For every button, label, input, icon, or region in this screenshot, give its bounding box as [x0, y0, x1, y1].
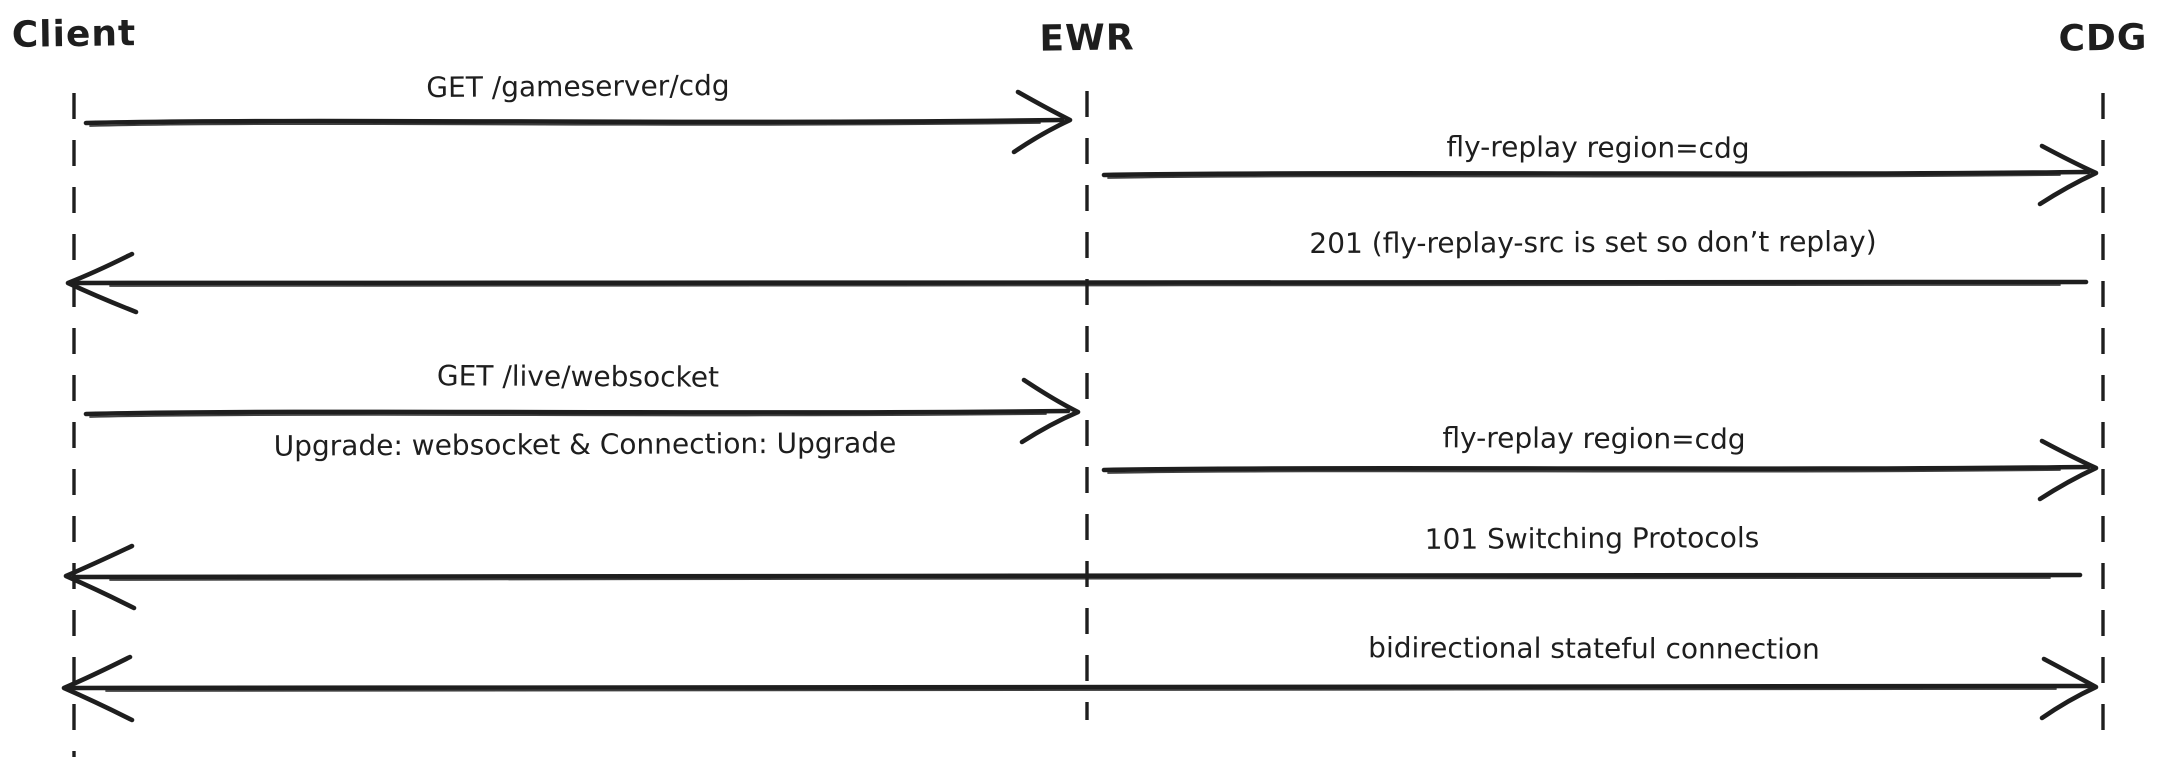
message-label-5: fly-replay region=cdg — [1442, 421, 1746, 456]
message-label-6: 101 Switching Protocols — [1424, 521, 1760, 556]
arrowhead-left-icon — [63, 543, 137, 611]
actor-label-cdg: CDG — [2058, 17, 2148, 60]
message-label-4: GET /live/websocket — [436, 359, 720, 394]
message-label-7: bidirectional stateful connection — [1368, 631, 1820, 666]
message-arrow-2 — [1101, 143, 2099, 207]
actor-label-ewr: EWR — [1039, 17, 1135, 60]
arrowhead-left-icon — [65, 251, 139, 315]
message-arrow-6 — [63, 543, 2083, 611]
arrowhead-right-icon — [1019, 377, 1081, 445]
message-sublabel-4: Upgrade: websocket & Connection: Upgrade — [273, 426, 897, 463]
message-arrow-5 — [1101, 438, 2099, 502]
message-label-2: fly-replay region=cdg — [1446, 130, 1750, 165]
message-label-1: GET /gameserver/cdg — [426, 68, 730, 105]
message-arrow-1 — [83, 89, 1073, 155]
message-arrow-7 — [61, 654, 2099, 723]
arrowhead-right-icon — [2037, 143, 2099, 207]
message-arrow-3 — [65, 251, 2089, 315]
arrowhead-right-icon — [2039, 656, 2099, 721]
actor-label-client: Client — [11, 13, 137, 56]
arrowhead-right-icon — [2037, 438, 2099, 502]
arrowhead-right-icon — [1011, 89, 1073, 155]
arrowhead-left-icon — [61, 654, 135, 723]
lifelines — [72, 91, 2105, 757]
message-label-3: 201 (fly-replay-src is set so don’t repl… — [1309, 225, 1877, 260]
message-arrow-4 — [83, 377, 1081, 445]
